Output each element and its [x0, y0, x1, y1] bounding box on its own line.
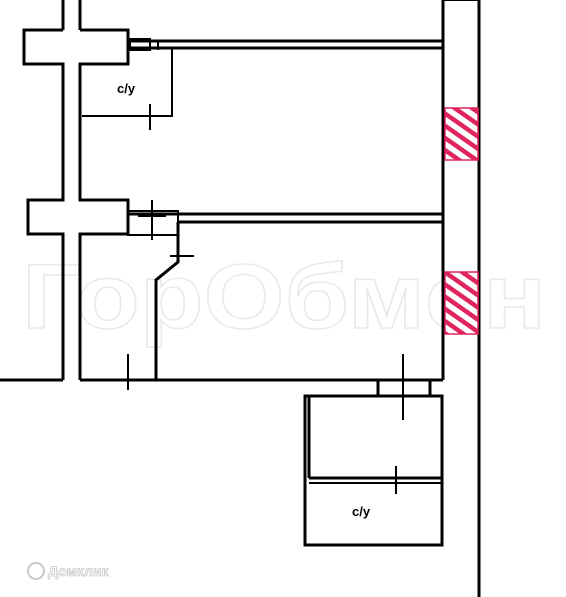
domclick-logo: Домклик: [27, 562, 110, 580]
bottom-wall: [80, 354, 443, 390]
room-label-upper-bathroom: с/у: [117, 81, 136, 96]
room-label-lower-bathroom: с/у: [352, 504, 371, 519]
domclick-icon: [27, 562, 45, 580]
logo-text: Домклик: [48, 563, 110, 579]
window-upper: [444, 107, 479, 161]
window-lower: [444, 271, 479, 335]
upper-partition: [128, 38, 443, 51]
lower-connector: [376, 354, 432, 420]
exterior-wall: [441, 0, 481, 597]
angled-wall: [154, 222, 194, 380]
upper-bathroom: [82, 48, 173, 130]
middle-partition: [127, 200, 443, 240]
lower-block: [303, 394, 444, 547]
